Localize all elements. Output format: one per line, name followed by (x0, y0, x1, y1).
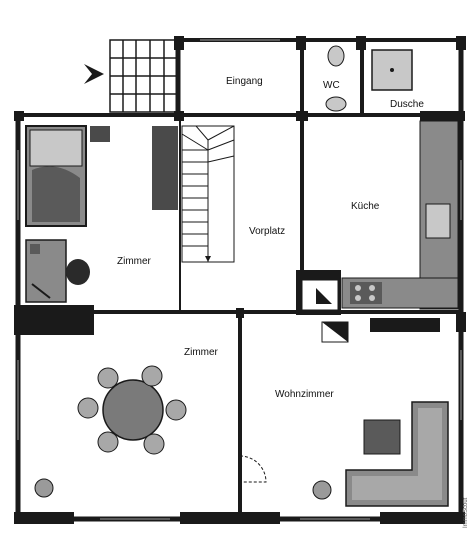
room-label-kueche: Küche (351, 201, 380, 212)
room-label-wc: WC (323, 80, 340, 91)
living-door-marker (321, 321, 349, 343)
corner-sofa (345, 401, 449, 507)
room-label-zimmer-bottom: Zimmer (184, 347, 218, 358)
wardrobe (152, 126, 178, 210)
room-label-vorplatz: Vorplatz (249, 226, 286, 237)
shower-tray (371, 49, 413, 91)
wall-blocks (14, 36, 466, 524)
nightstand (90, 126, 110, 142)
stair-arrow-icon (205, 256, 211, 262)
dining-set (77, 365, 187, 455)
kitchen-door-marker (301, 279, 339, 311)
plant-right (312, 480, 332, 500)
room-label-dusche: Dusche (390, 99, 424, 110)
desk-chair (66, 259, 90, 285)
windows (17, 39, 462, 520)
kitchen-counter (341, 120, 459, 310)
door-arc (239, 455, 267, 483)
entrance-arrow-icon (84, 64, 104, 84)
coffee-table (363, 419, 401, 455)
bed (25, 125, 87, 227)
room-label-wohnzimmer: Wohnzimmer (275, 389, 334, 400)
outer-stairs (109, 39, 179, 113)
plant-left (34, 478, 54, 498)
room-label-eingang: Eingang (226, 76, 263, 87)
room-label-zimmer-top: Zimmer (117, 256, 151, 267)
inner-staircase (181, 125, 235, 263)
small-marks (179, 116, 303, 456)
wc-fixtures (325, 45, 347, 112)
desk (25, 239, 67, 303)
watermark: ImmoScout (463, 497, 469, 528)
